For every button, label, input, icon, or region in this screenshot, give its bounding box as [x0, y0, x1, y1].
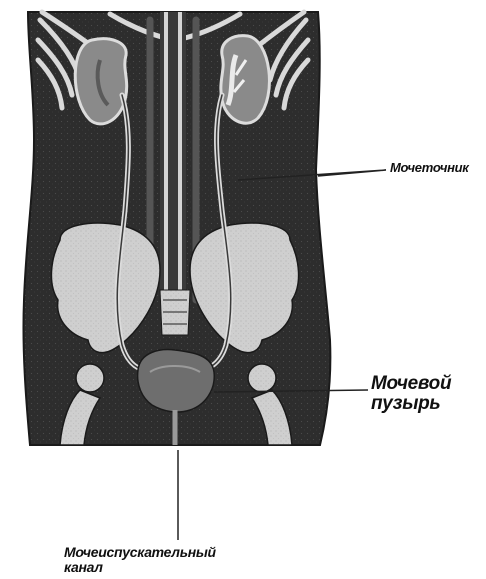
ureter-label: Мочеточник [390, 160, 469, 175]
urethra-label: Мочеиспускательный канал [64, 545, 216, 575]
bladder-label-line2: пузырь [371, 394, 451, 414]
bladder [138, 350, 215, 413]
left-kidney [75, 39, 126, 124]
spine [160, 12, 186, 312]
right-kidney [221, 36, 270, 123]
urethra-label-line1: Мочеиспускательный [64, 545, 216, 560]
bladder-label-line1: Мочевой [371, 374, 451, 394]
bladder-label: Мочевой пузырь [371, 374, 451, 414]
urethra-label-line2: канал [64, 560, 216, 575]
